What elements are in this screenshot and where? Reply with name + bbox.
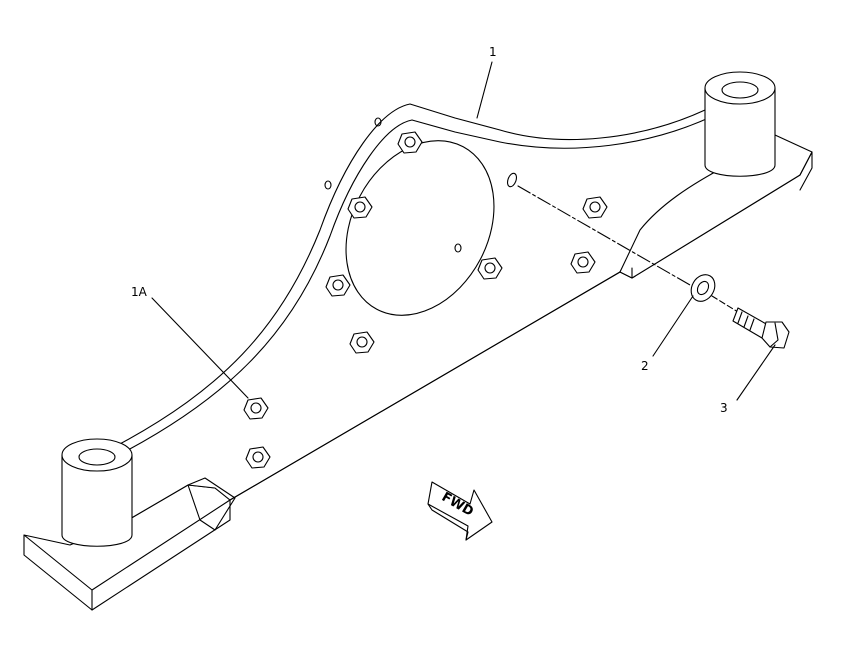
bushing-left xyxy=(61,438,133,547)
leader-lines xyxy=(151,61,776,401)
nut xyxy=(245,446,271,469)
forward-arrow-icon: FWD xyxy=(427,481,493,541)
callout-3: 3 xyxy=(720,401,728,415)
nut xyxy=(325,274,351,297)
callout-1a: 1A xyxy=(131,285,148,299)
circular-opening xyxy=(345,140,495,316)
exploded-hardware xyxy=(506,172,790,349)
callout-1: 1 xyxy=(489,45,497,59)
bushing-right xyxy=(704,71,776,177)
bracket-assembly xyxy=(23,99,813,611)
nut xyxy=(397,131,423,154)
bolt xyxy=(732,307,790,349)
nut xyxy=(570,251,596,274)
nut-1a xyxy=(243,397,269,420)
nut xyxy=(477,257,503,280)
nut xyxy=(349,331,375,354)
washer xyxy=(690,274,716,302)
bolt-pattern xyxy=(243,117,608,469)
callout-2: 2 xyxy=(641,359,649,373)
nut xyxy=(582,196,608,219)
nut xyxy=(347,196,373,219)
